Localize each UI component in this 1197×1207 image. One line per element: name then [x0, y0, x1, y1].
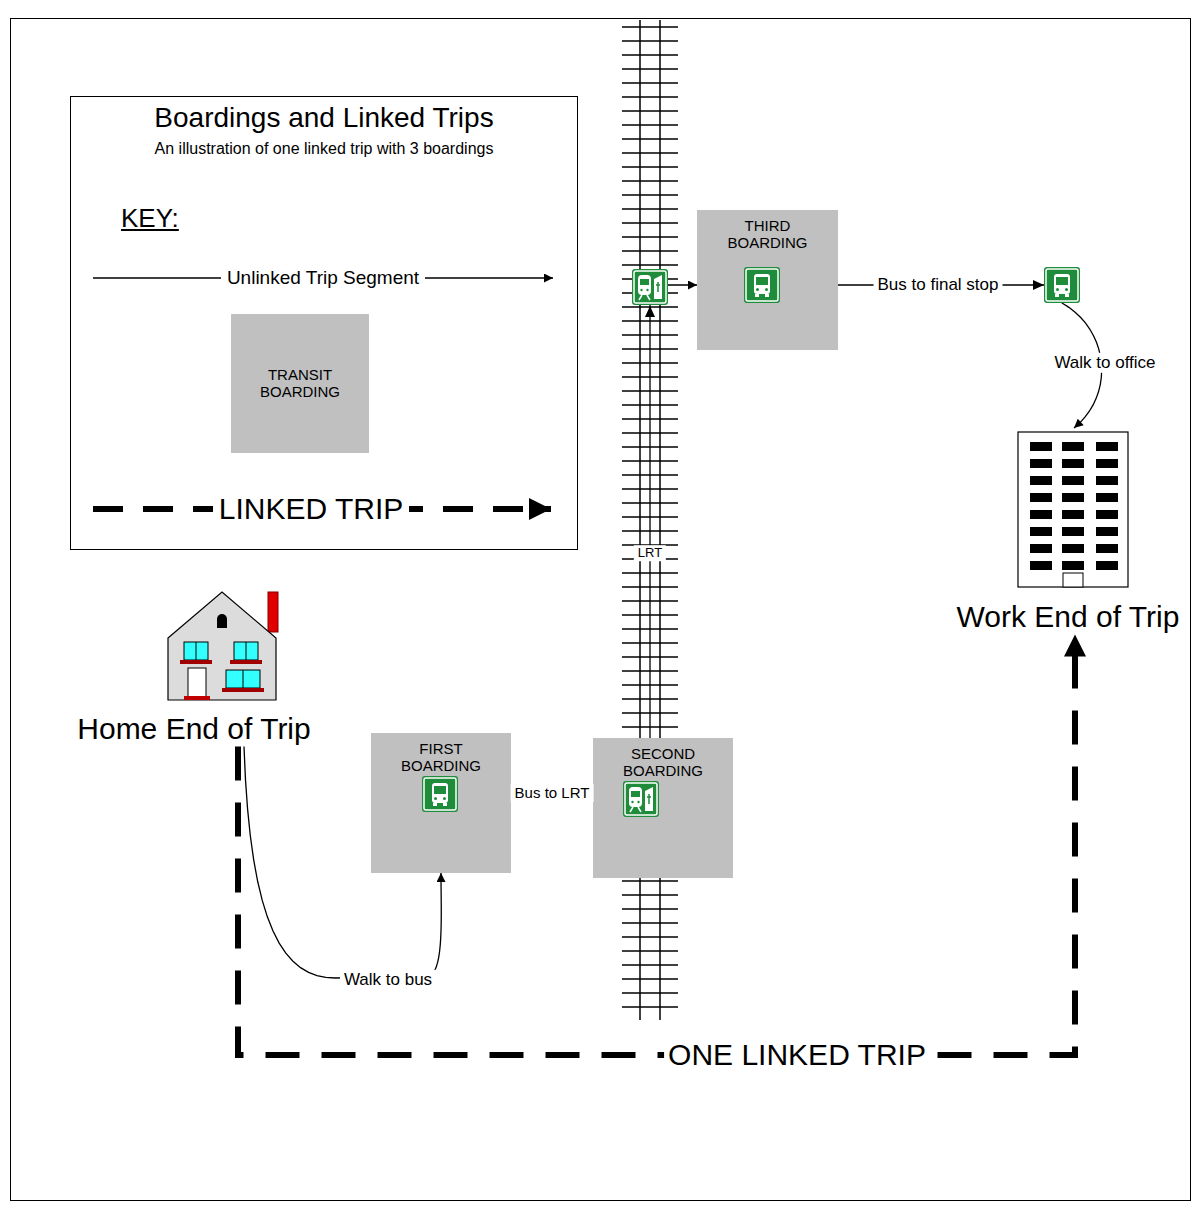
key-box: Boardings and Linked Trips An illustratio…	[70, 96, 578, 550]
boarding-box: SECOND BOARDING	[593, 738, 733, 878]
arrowhead	[1033, 280, 1044, 290]
boarding-label: FIRST BOARDING	[371, 733, 511, 774]
edge-label: Bus to final stop	[874, 275, 1003, 295]
boarding-label: THIRD BOARDING	[697, 210, 838, 251]
bus-icon	[422, 776, 458, 812]
track-label: LRT	[634, 545, 666, 561]
key-subtitle: An illustration of one linked trip with …	[71, 139, 577, 158]
walk-label: Walk to office	[1050, 353, 1159, 373]
lrt-icon	[632, 269, 668, 305]
boarding-box: THIRD BOARDING	[697, 210, 838, 350]
legend-entry: TRANSIT BOARDING	[231, 314, 369, 453]
bus-stop-icon	[1044, 267, 1080, 303]
key-title: Boardings and Linked Trips	[71, 101, 577, 135]
legend-entry: Unlinked Trip Segment	[93, 265, 553, 291]
edge-label: Bus to LRT	[511, 784, 594, 802]
lrt-icon	[623, 781, 659, 817]
legend-text: LINKED TRIP	[213, 492, 410, 527]
edge-label: ONE LINKED TRIP	[664, 1037, 930, 1073]
key-heading: KEY:	[121, 203, 179, 234]
trip-end-label: Home End of Trip	[77, 712, 310, 747]
legend-entry: LINKED TRIP	[93, 489, 529, 529]
figure-frame	[11, 19, 1191, 1201]
arrowhead	[645, 306, 655, 317]
office-building	[1018, 432, 1128, 587]
legend-swatch: TRANSIT BOARDING	[231, 314, 369, 453]
legend-text: TRANSIT BOARDING	[231, 367, 369, 400]
bus-icon	[744, 267, 780, 303]
trip-end: Home End of Trip	[74, 588, 314, 747]
linked-trip-line	[238, 635, 1075, 1056]
house-drawing	[168, 592, 278, 700]
boarding-box: FIRST BOARDING	[371, 733, 511, 873]
boarding-label: SECOND BOARDING	[593, 738, 733, 779]
trip-segment	[650, 285, 697, 738]
legend-text: Unlinked Trip Segment	[221, 267, 425, 289]
trip-end-label: Work End of Trip	[957, 600, 1180, 635]
edge-label: Walk to bus	[340, 970, 436, 990]
trip-end: Work End of Trip	[954, 428, 1183, 635]
